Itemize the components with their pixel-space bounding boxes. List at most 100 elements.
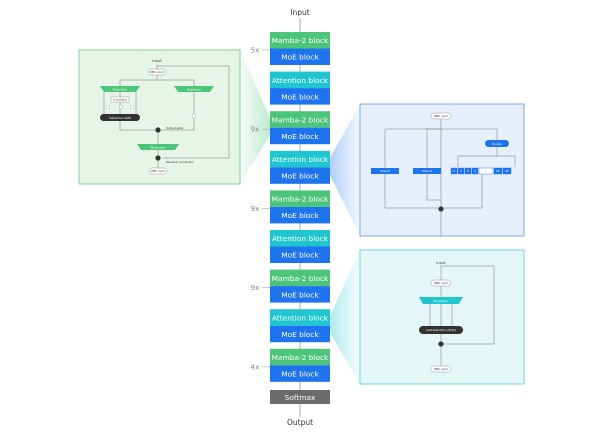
moe-block-label: MoE block — [281, 290, 319, 299]
moe-bottom-segment — [270, 88, 330, 105]
repeat-count: 9x — [250, 204, 260, 213]
mamba-selective-ssm-label: Selective SSM — [109, 116, 130, 120]
moe-block-label: MoE block — [281, 370, 319, 379]
expert-label: 3 — [474, 169, 476, 173]
attention-block-label: Attention block — [272, 234, 329, 243]
attn-self-attention-label: Self attention (SDA) — [426, 328, 456, 332]
moe-block-label: MoE block — [281, 211, 319, 220]
expert-label: 1 — [460, 169, 462, 173]
attention-top-segment — [270, 309, 330, 326]
mamba-rms-norm-bottom-label: RMS norm — [151, 169, 166, 173]
mamba-input-label: Input — [152, 59, 162, 63]
repeat-count: 5x — [250, 46, 260, 55]
expert-cell — [471, 167, 479, 175]
expert-cell — [450, 167, 458, 175]
moe-shared-1-label: Shared — [380, 169, 390, 173]
attention-detail-panel: Input RMS norm Projection Self attention… — [359, 249, 525, 385]
moe-block-label: MoE block — [281, 172, 319, 181]
mamba-detail-panel: Input RMS norm Projection Projection Con… — [78, 49, 241, 185]
expert-cell — [493, 167, 503, 175]
attention-top-segment — [270, 150, 330, 168]
moe-detail-panel: RMS norm Router Shared Shared 0 1 2 3... 62 6… — [359, 103, 525, 237]
moe-block-label: MoE block — [281, 53, 319, 62]
mamba-top-segment — [270, 32, 330, 49]
attention-top-segment — [270, 71, 330, 89]
mamba-block-label: Mamba-2 block — [272, 274, 329, 283]
attention-block-label: Attention block — [272, 76, 329, 85]
moe-bottom-segment — [270, 167, 330, 184]
expert-label: ... — [485, 169, 488, 173]
mamba-block-label: Mamba-2 block — [272, 115, 329, 124]
expert-label: 63 — [505, 169, 509, 173]
repeat-count: 9x — [250, 125, 260, 134]
softmax-block — [270, 390, 330, 404]
softmax-label: Softmax — [285, 393, 316, 402]
moe-shared-2 — [413, 168, 441, 174]
mamba-top-segment — [270, 190, 330, 207]
attn-residual-add — [438, 341, 444, 347]
moe-shared-2-label: Shared — [422, 169, 432, 173]
moe-zoom-connector — [330, 104, 360, 236]
expert-label: 0 — [453, 169, 455, 173]
input-label: Input — [290, 8, 309, 17]
attn-rms-norm-bottom-label: RMS norm — [434, 367, 449, 371]
moe-rms-norm-label: RMS norm — [434, 114, 449, 118]
moe-block-label: MoE block — [281, 330, 319, 339]
mamba-top-segment — [270, 269, 330, 287]
moe-block-label: MoE block — [281, 92, 319, 101]
moe-bottom-segment — [270, 127, 330, 145]
attn-input-label: Input — [436, 261, 446, 265]
moe-bottom-segment — [270, 286, 330, 303]
mamba-top-segment — [270, 111, 330, 128]
moe-add — [438, 206, 444, 212]
moe-shared-1 — [371, 168, 399, 174]
mamba-top-segment — [270, 348, 330, 366]
attention-block-label: Attention block — [272, 155, 329, 164]
mamba-residual-add — [155, 155, 161, 161]
mamba-block-label: Mamba-2 block — [272, 36, 329, 45]
expert-cell — [478, 167, 494, 175]
moe-block-label: MoE block — [281, 132, 319, 141]
mamba-rms-norm-top-label: RMS norm — [150, 70, 165, 74]
mamba-projection-left — [100, 86, 140, 92]
moe-bottom-segment — [270, 246, 330, 263]
output-label: Output — [287, 418, 313, 427]
attn-zoom-connector — [330, 250, 360, 384]
mamba-output-gate-label: Output gate — [166, 126, 183, 130]
mamba-selective-ssm — [100, 114, 140, 121]
mamba-projection-right — [174, 86, 214, 92]
mamba-projection-out — [137, 144, 179, 150]
expert-label: 62 — [496, 169, 500, 173]
mamba-block-label: Mamba-2 block — [272, 353, 329, 362]
moe-bottom-segment — [270, 48, 330, 65]
repeat-count: 4x — [250, 362, 260, 371]
expert-label: 2 — [467, 169, 469, 173]
mamba-zoom-connector — [240, 50, 270, 184]
moe-bottom-segment — [270, 206, 330, 224]
mamba-projection-left-label: Projection — [113, 87, 128, 91]
moe-bottom-segment — [270, 365, 330, 382]
attn-rms-norm-bottom — [430, 365, 452, 373]
expert-cell — [502, 167, 512, 175]
attn-projection — [419, 297, 463, 304]
moe-bottom-segment — [270, 325, 330, 343]
moe-block-label: MoE block — [281, 251, 319, 260]
mamba-convolution-label: Convolution — [113, 99, 128, 102]
attn-rms-norm-top-label: RMS norm — [434, 281, 449, 285]
moe-router-label: Router — [492, 142, 503, 146]
attn-projection-label: Projection — [434, 299, 449, 303]
mamba-gate-mult — [155, 127, 161, 133]
expert-cell — [464, 167, 472, 175]
expert-cell — [457, 167, 465, 175]
attn-self-attention — [419, 326, 463, 334]
